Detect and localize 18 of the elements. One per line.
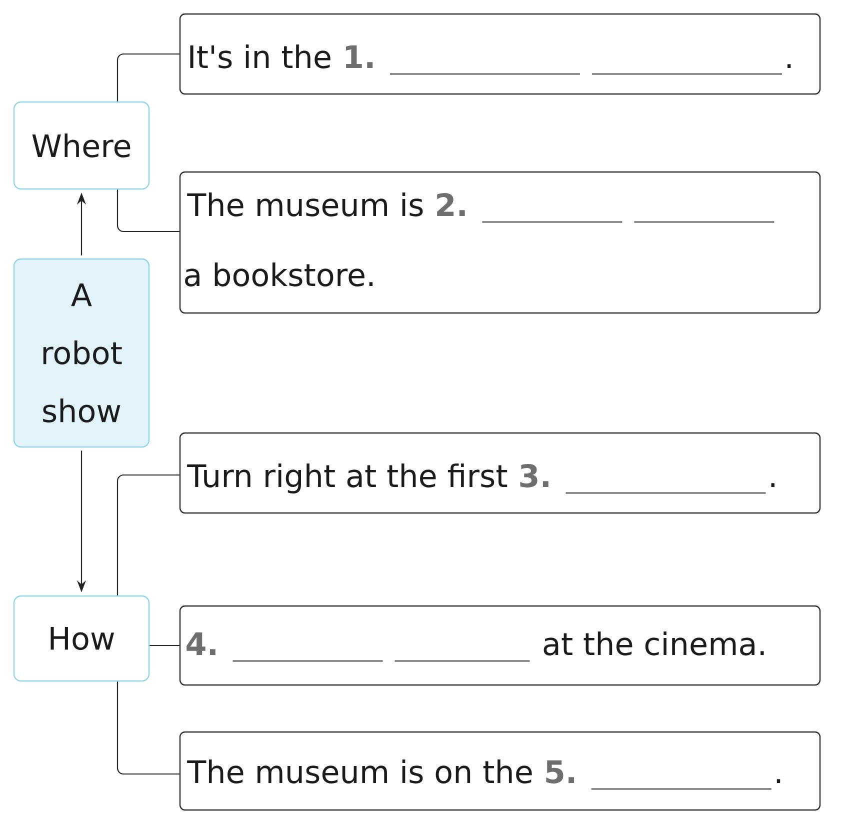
question-box: Where <box>13 101 150 190</box>
connector-line <box>116 53 180 102</box>
sentence-box: It's in the 1. . <box>179 13 821 95</box>
blank-number: 3. <box>520 464 548 488</box>
sentence-box: Turn right at the first 3. . <box>179 432 821 514</box>
sentence-box: The museum is on the 5. . <box>179 731 821 811</box>
question-box: How <box>13 595 150 682</box>
blank-number: 5. <box>546 760 574 784</box>
sentence-box: The museum is 2. a bookstore. <box>179 171 821 314</box>
connector-line <box>116 474 180 596</box>
sentence-box: 4. at the cinema. <box>179 605 821 686</box>
blank-number: 4. <box>186 632 216 655</box>
blank-number: 2. <box>437 193 465 216</box>
connector-line <box>150 644 180 646</box>
connector-line <box>116 682 180 775</box>
connector-line <box>116 190 180 232</box>
blank-number: 1. <box>346 45 373 68</box>
topic-box: A robot show <box>13 258 150 448</box>
